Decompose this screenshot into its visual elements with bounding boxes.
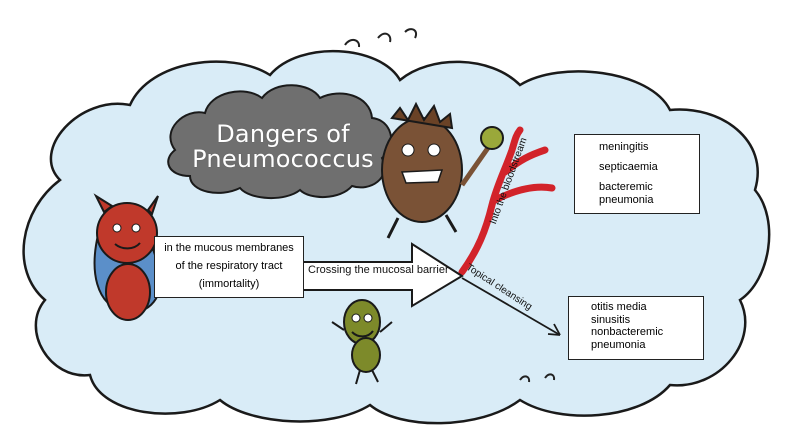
topical-outcomes-box: otitis media sinusitis nonbacteremic pne… — [568, 296, 704, 360]
outcome-item: pneumonia — [599, 194, 654, 206]
outcome-item: meningitis — [599, 141, 649, 153]
origin-line-2: of the respiratory tract — [175, 260, 283, 272]
main-arrow — [299, 242, 464, 308]
topical-arrow-head — [547, 323, 561, 336]
cloud-curl — [344, 39, 361, 48]
origin-box: in the mucous membranes of the respirato… — [154, 236, 304, 298]
outcome-item: bacteremic — [599, 181, 653, 193]
origin-line-1: in the mucous membranes — [164, 242, 294, 254]
bloodstream-outcomes-box: meningitis septicaemia bacteremic pneumo… — [574, 134, 700, 214]
blood-vessel — [458, 126, 556, 276]
title-line-2: Pneumococcus — [192, 145, 374, 173]
origin-line-3: (immortality) — [198, 278, 260, 290]
crossing-barrier-label: Crossing the mucosal barrier — [308, 264, 449, 276]
title-line-1: Dangers of — [216, 120, 350, 148]
brown-monster-character — [381, 101, 504, 239]
cloud-curl — [544, 373, 556, 381]
diagram-title: Dangers of Pneumococcus — [186, 122, 380, 172]
green-monster-character — [331, 299, 393, 385]
cloud-curl — [377, 32, 392, 43]
red-devil-character — [93, 193, 162, 321]
cloud-curl — [519, 375, 531, 383]
outcome-item: nonbacteremic — [591, 326, 664, 338]
outcome-item: pneumonia — [591, 338, 646, 351]
cloud-curl — [404, 28, 417, 39]
topical-arrow-line — [461, 277, 561, 336]
outcome-item: sinusitis — [591, 313, 631, 326]
outcome-item: septicaemia — [599, 161, 658, 173]
outcome-item: otitis media — [591, 301, 647, 313]
